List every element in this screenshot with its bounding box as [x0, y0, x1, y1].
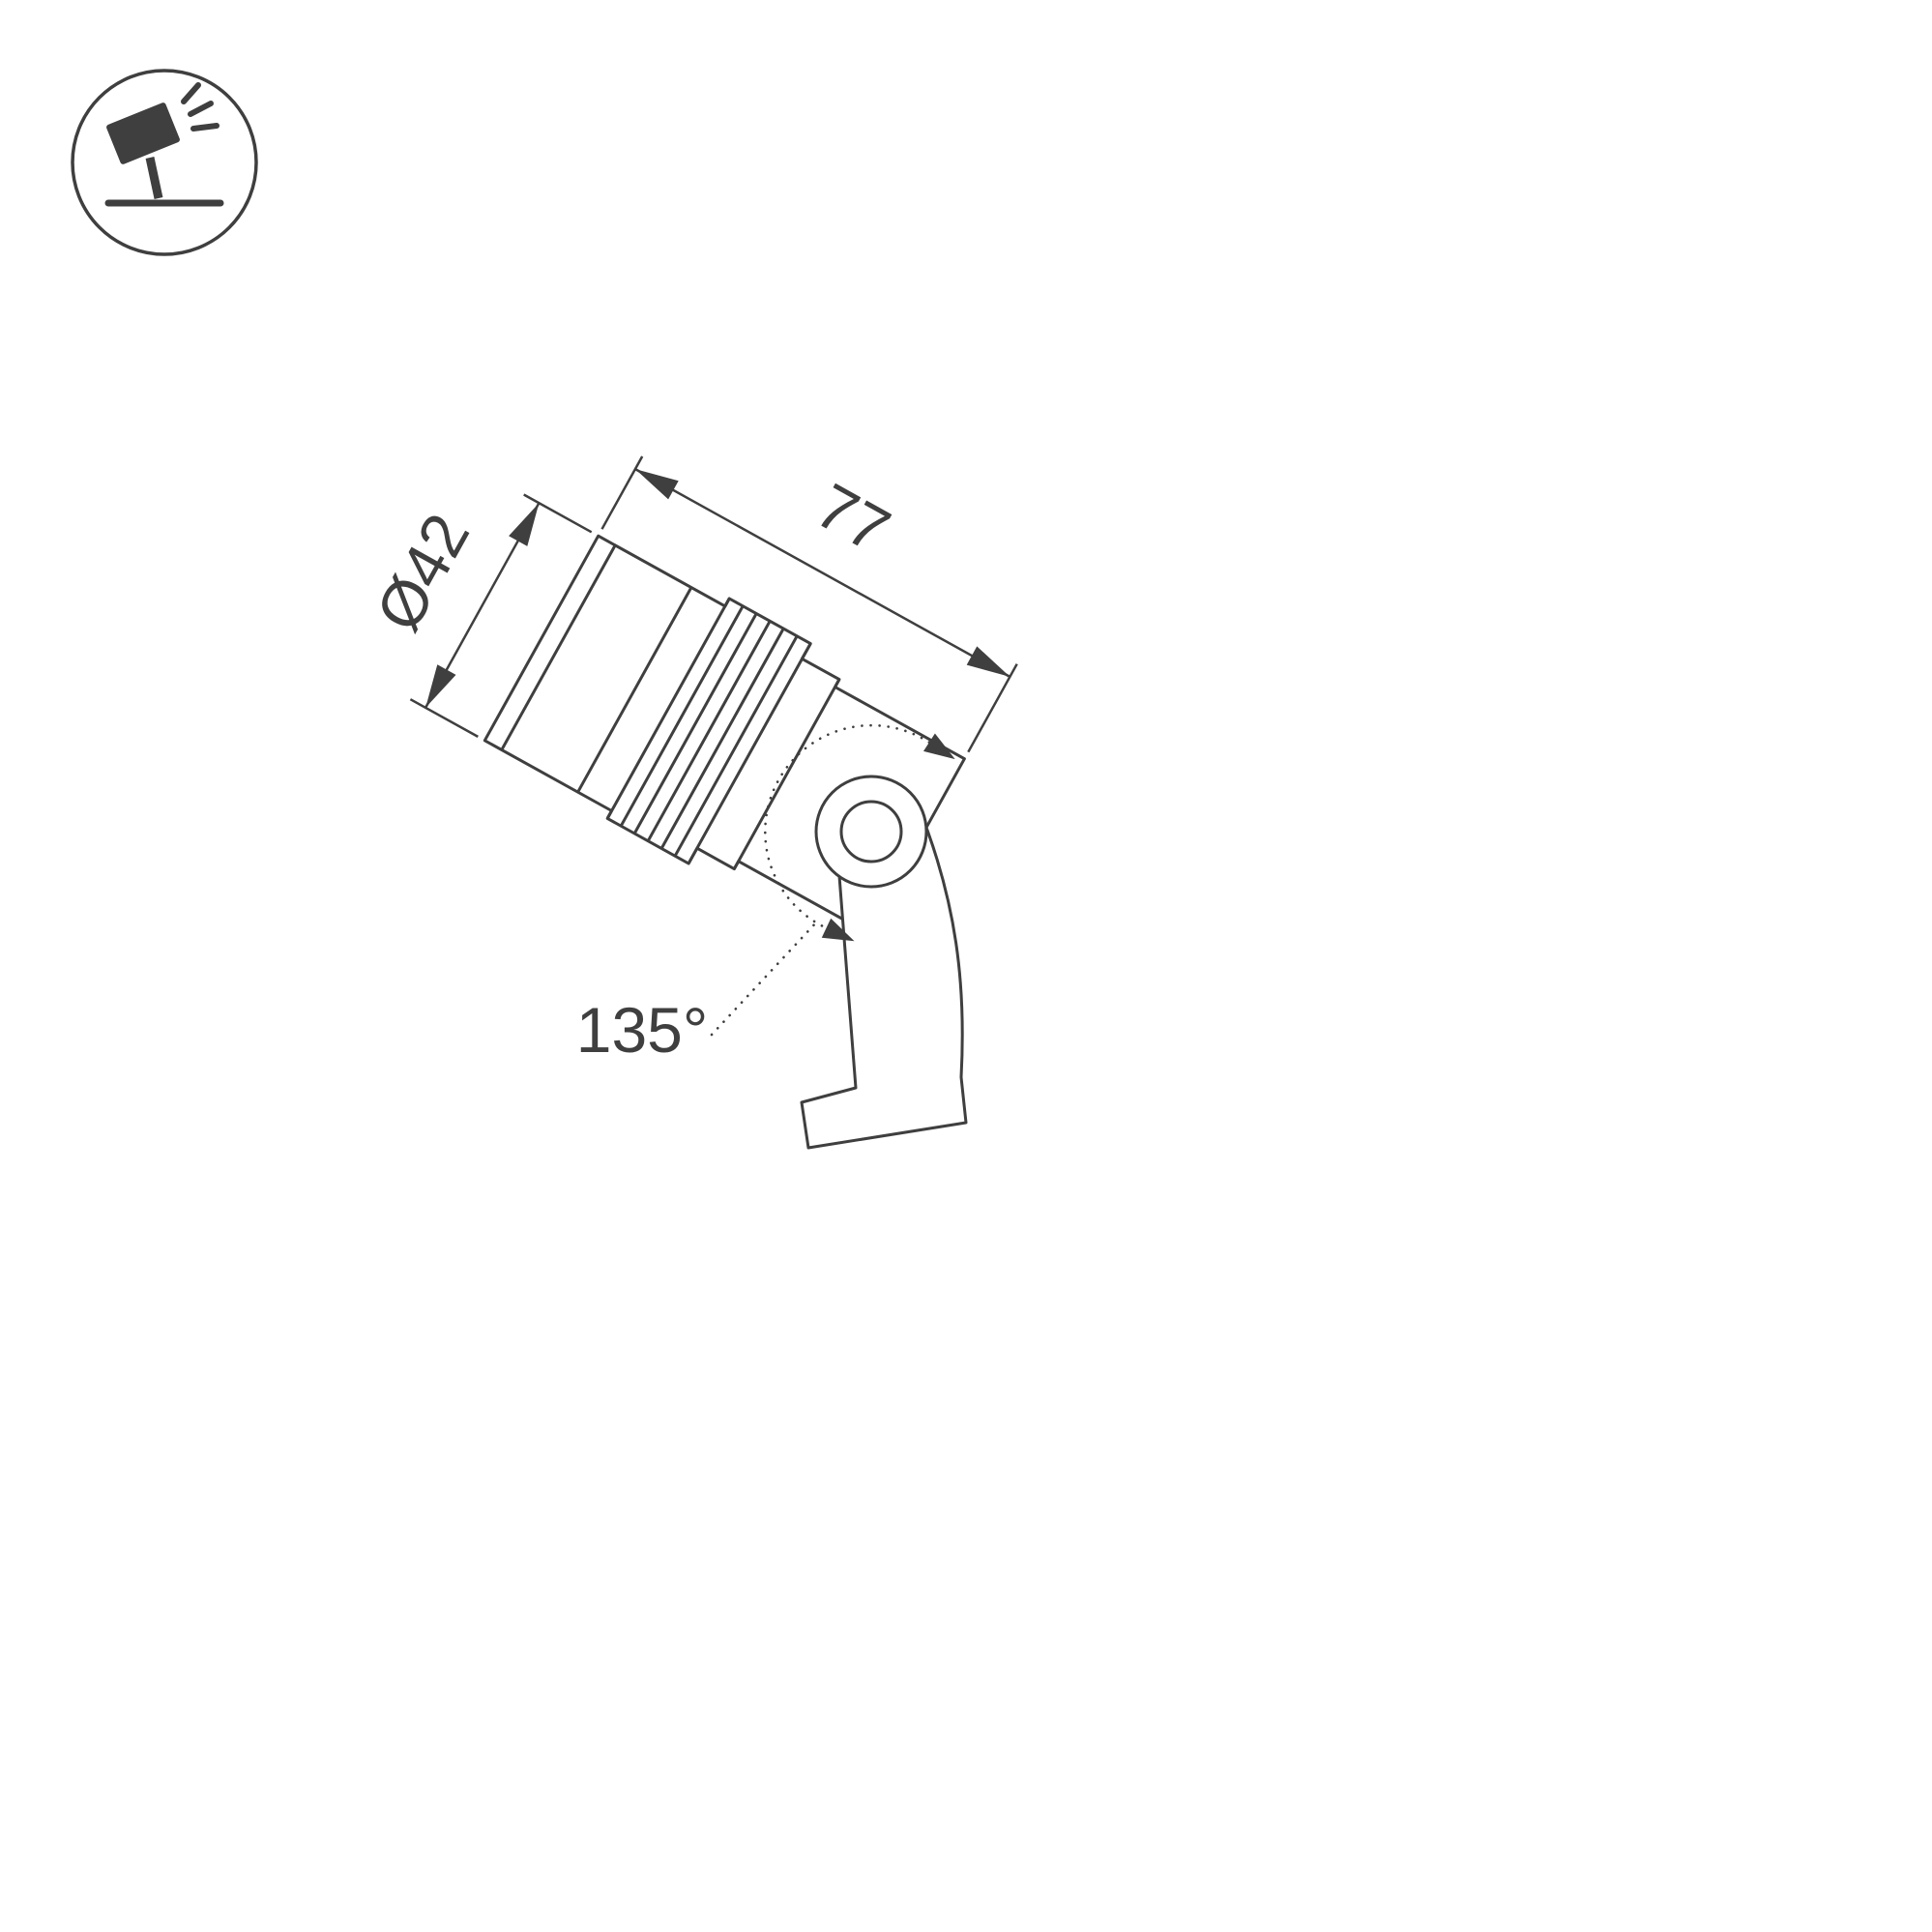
dimension-arrow	[425, 664, 456, 708]
dimension-arrows	[425, 503, 540, 708]
rotation-arrow-bottom	[821, 918, 855, 942]
spotlight-head-glyph	[106, 102, 180, 164]
light-ray-line	[188, 101, 214, 117]
rotation-arrows	[821, 733, 955, 942]
pivot-axle-circle	[839, 800, 903, 864]
dimension-arrow	[635, 469, 679, 500]
cooling-fin-line	[659, 628, 785, 850]
extension-line	[600, 455, 644, 530]
icon-circle-border	[71, 69, 258, 256]
product-type-icon	[71, 69, 258, 256]
length-label: 77	[805, 469, 901, 566]
light-rays-icon	[181, 82, 220, 132]
drawing-root: Ø42 77 135°	[362, 455, 1018, 1150]
extension-line	[409, 698, 479, 738]
extension-line	[523, 493, 593, 534]
dimension-angle: 135°	[576, 920, 819, 1066]
cooling-fin-line	[605, 598, 731, 820]
dimension-arrow	[509, 503, 540, 546]
extension-line	[967, 663, 1018, 753]
body-section-line	[576, 586, 693, 793]
cooling-fins	[605, 598, 812, 864]
diameter-label: Ø42	[362, 502, 483, 642]
bracket-arm-and-foot	[800, 801, 968, 1150]
front-bezel-line	[500, 544, 617, 751]
light-ray-line	[190, 123, 220, 132]
dimension-arrows	[635, 469, 1010, 677]
cooling-fin-line	[687, 642, 812, 864]
tilted-spotlight-icon	[104, 82, 224, 207]
cooling-fin-line	[673, 635, 799, 857]
spotlight-stem-glyph	[145, 157, 163, 199]
cooling-fin-line	[646, 620, 772, 842]
rotation-arrow-top	[923, 733, 955, 760]
dimension-arrow	[966, 646, 1010, 677]
dimension-line	[634, 468, 1011, 678]
angle-leader-line	[710, 920, 819, 1037]
cooling-fin-line	[632, 612, 758, 834]
light-ray-line	[181, 82, 201, 104]
angle-label: 135°	[576, 994, 709, 1066]
rotation-arc	[764, 723, 955, 942]
cooling-fin-line	[619, 605, 745, 827]
rear-section-line	[732, 678, 841, 870]
mounting-bracket	[800, 775, 968, 1150]
rotation-arc-path	[764, 723, 931, 929]
